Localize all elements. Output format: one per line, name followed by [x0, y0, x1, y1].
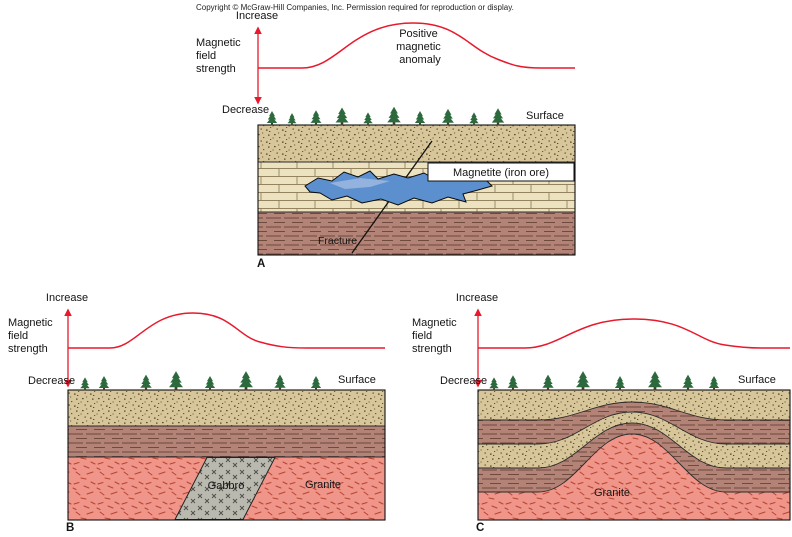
tree-icon: [682, 374, 694, 391]
soil-layer: [258, 125, 575, 162]
folded-layer-1: [478, 390, 790, 420]
panel-b: Increase Magnetic field strength Decreas…: [8, 292, 386, 534]
tree-icon: [274, 374, 286, 391]
section-border: [67, 389, 386, 521]
panel-letter-b: B: [66, 522, 74, 534]
surface-label: Surface: [526, 110, 564, 122]
field-strength-axis-label: Magnetic field strength: [196, 37, 244, 75]
increase-label: Increase: [46, 292, 88, 304]
tree-icon: [80, 377, 90, 391]
panel-letter-c: C: [476, 522, 484, 534]
shale-layer: [68, 426, 385, 457]
panel-letter-a: A: [257, 258, 265, 270]
panel-c: Increase Magnetic field strength Decreas…: [412, 292, 791, 534]
tree-icon: [363, 112, 373, 126]
section-border: [477, 389, 791, 521]
shale-layer: [258, 212, 575, 255]
trees: [266, 106, 505, 126]
soil-layer: [68, 390, 385, 426]
trees: [489, 371, 720, 391]
tree-icon: [310, 110, 322, 126]
field-strength-axis-label: Magnetic field strength: [8, 317, 56, 355]
tree-icon: [387, 106, 401, 126]
tree-icon: [204, 376, 216, 391]
magnetite-highlight: [330, 178, 390, 189]
tree-icon: [310, 376, 322, 391]
magnetite-label: Magnetite (iron ore): [453, 167, 549, 179]
tree-icon: [542, 374, 554, 391]
tree-icon: [489, 377, 499, 391]
panel-a: Increase Magnetic field strength Decreas…: [196, 10, 576, 270]
tree-icon: [98, 376, 110, 391]
increase-label: Increase: [456, 292, 498, 304]
fold-boundary: [478, 433, 790, 493]
tree-icon: [575, 371, 591, 391]
anomaly-curve: [478, 318, 790, 349]
cross-section-b: Gabbro Granite Surface: [67, 371, 386, 521]
decrease-label: Decrease: [222, 104, 269, 116]
fold-boundary: [478, 401, 790, 421]
tree-icon: [507, 375, 519, 391]
tree-icon: [414, 111, 426, 126]
magnetite-label-box: [427, 162, 575, 182]
fracture-label: Fracture: [318, 235, 357, 247]
tree-icon: [442, 108, 454, 126]
fold-boundary: [478, 422, 790, 469]
decrease-label: Decrease: [28, 375, 75, 387]
granite-label: Granite: [305, 479, 341, 491]
tree-icon: [491, 108, 505, 126]
anomaly-curve: [258, 22, 575, 69]
increase-label: Increase: [236, 10, 278, 22]
copyright-text: Copyright © McGraw-Hill Companies, Inc. …: [196, 3, 514, 12]
surface-label: Surface: [738, 374, 776, 386]
tree-icon: [140, 374, 152, 391]
tree-icon: [238, 371, 254, 391]
section-border: [257, 124, 576, 256]
cross-section-a: Magnetite (iron ore) Fracture Surface: [257, 106, 576, 256]
tree-icon: [287, 113, 297, 126]
tree-icon: [168, 371, 184, 391]
tree-icon: [335, 107, 349, 126]
tree-icon: [469, 112, 479, 126]
fold-boundary: [478, 411, 790, 445]
surface-label: Surface: [338, 374, 376, 386]
tree-icon: [614, 376, 626, 391]
decrease-label: Decrease: [440, 375, 487, 387]
tree-icon: [708, 376, 720, 391]
tree-icon: [647, 371, 663, 391]
gabbro-label: Gabbro: [208, 480, 245, 492]
trees: [80, 371, 322, 391]
cross-section-c: Granite Surface: [477, 371, 791, 521]
field-strength-axis-label: Magnetic field strength: [412, 317, 460, 355]
anomaly-curve: [68, 312, 385, 349]
granite-label: Granite: [594, 487, 630, 499]
positive-anomaly-label: Positive magnetic anomaly: [396, 28, 444, 66]
